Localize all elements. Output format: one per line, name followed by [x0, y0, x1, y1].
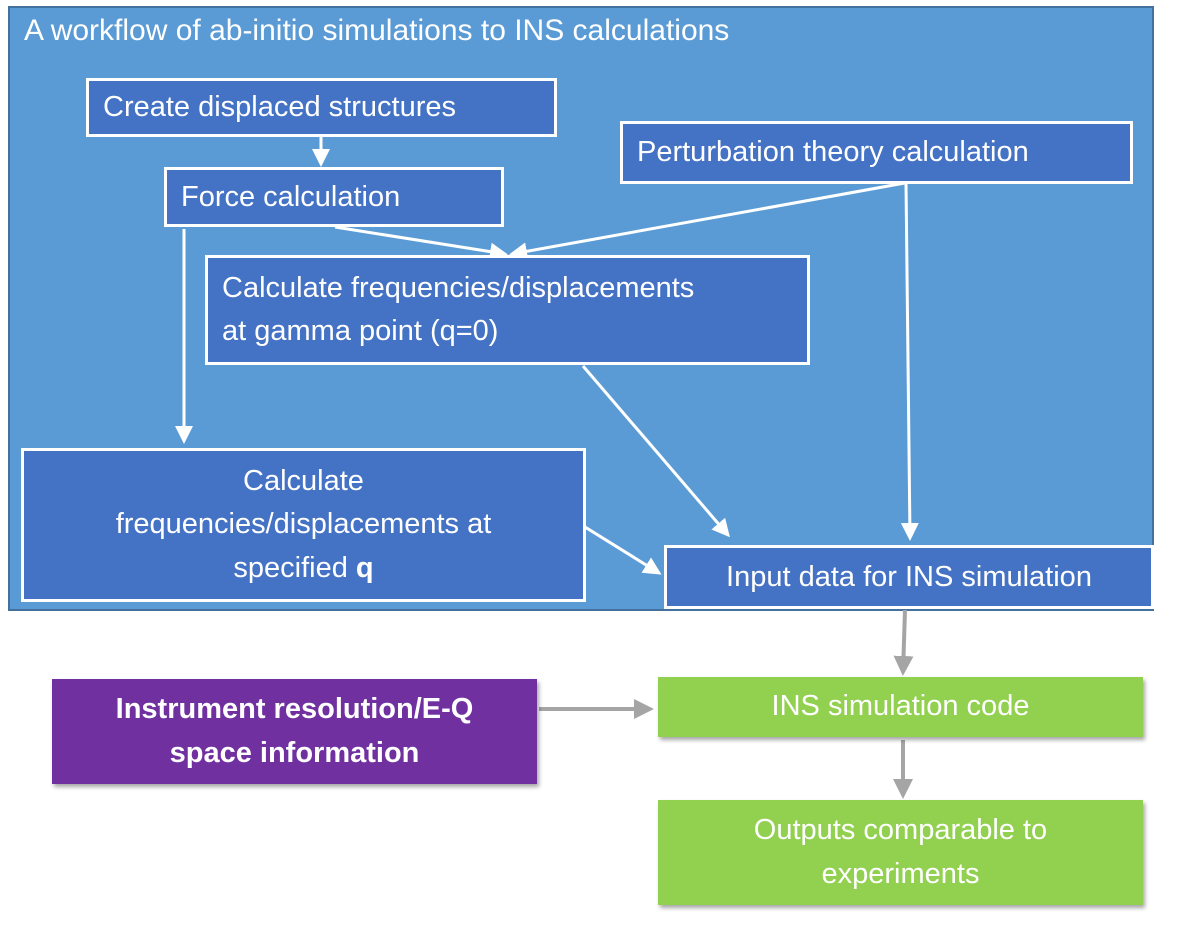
node-label-line: experiments — [821, 857, 980, 890]
node-outputs[interactable]: Outputs comparable to experiments — [658, 800, 1143, 905]
node-input-data[interactable]: Input data for INS simulation — [664, 545, 1154, 609]
arrow-input-to-code — [893, 609, 914, 676]
node-label: INS simulation code — [771, 690, 1030, 723]
node-label-line: Outputs comparable to — [753, 814, 1048, 846]
label-text: specified — [233, 551, 356, 584]
node-ins-simulation-code[interactable]: INS simulation code — [658, 677, 1143, 737]
node-label-line: space information — [169, 736, 420, 769]
node-gamma-point-calculation[interactable]: Calculate frequencies/displacements at g… — [205, 255, 810, 365]
node-label: Perturbation theory calculation — [637, 136, 1029, 168]
node-instrument-resolution[interactable]: Instrument resolution/E-Q space informat… — [52, 679, 537, 784]
arrow-gamma-to-input — [581, 365, 730, 538]
node-label-line: frequencies/displacements at — [115, 508, 492, 541]
node-specified-q-calculation[interactable]: Calculate frequencies/displacements at s… — [21, 448, 586, 602]
node-label-line: specified q — [116, 547, 492, 591]
arrow-force-to-gamma — [334, 225, 508, 261]
node-create-displaced-structures[interactable]: Create displaced structures — [86, 78, 557, 137]
arrow-specified-to-input — [584, 525, 662, 575]
node-label-line: at gamma point (q=0) — [222, 315, 499, 347]
node-perturbation-theory[interactable]: Perturbation theory calculation — [620, 121, 1133, 184]
node-label: Input data for INS simulation — [726, 560, 1092, 593]
panel-title: A workflow of ab-initio simulations to I… — [24, 14, 730, 47]
node-label-line: Instrument resolution/E-Q — [115, 693, 474, 725]
arrow-perturbation-to-gamma — [509, 181, 906, 261]
node-label-line: Calculate — [243, 464, 364, 497]
node-force-calculation[interactable]: Force calculation — [164, 167, 504, 227]
arrow-perturbation-to-input — [900, 182, 919, 541]
node-label: Force calculation — [181, 180, 401, 213]
q-symbol: q — [355, 551, 374, 584]
node-label-line: Calculate frequencies/displacements — [222, 271, 695, 304]
node-label: Create displaced structures — [103, 91, 456, 123]
